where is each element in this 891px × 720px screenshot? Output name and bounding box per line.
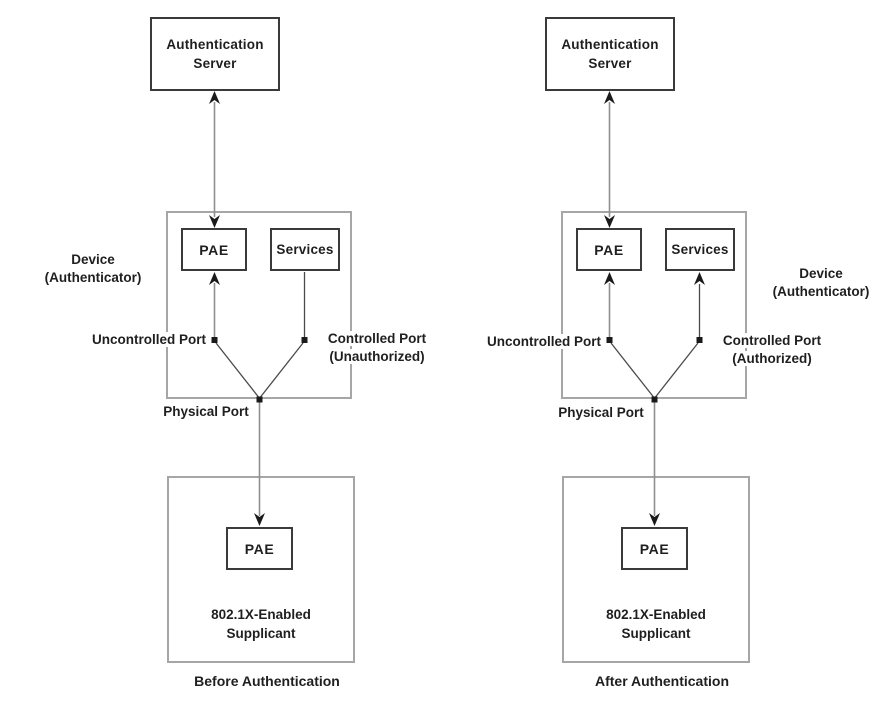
authentication-server-line1: Authentication [166,37,264,52]
physical-port-label: Physical Port [156,403,256,421]
controlled-port-line1: Controlled Port [720,333,824,348]
connector-layer [209,91,308,526]
services-label: Services [276,242,334,257]
panel-before-authentication: Authentication Server PAE Services PAE [13,17,438,689]
uncontrolled-port-marker-icon [606,337,613,343]
panel-caption: After Authentication [594,673,730,689]
authenticator-pae-box: PAE [576,228,642,271]
device-label-line2: (Authenticator) [772,284,870,299]
supplicant-label-line2: Supplicant [226,626,296,641]
authenticator-pae-label: PAE [594,241,624,258]
uncontrolled-port-text: Uncontrolled Port [90,332,208,347]
uncontrolled-port-label: Uncontrolled Port [40,331,208,349]
arrow-down-into-supplicant-pae-icon [254,513,265,526]
physical-port-marker-icon [256,396,263,403]
authenticator-pae-label: PAE [199,241,229,258]
connector-layer [604,91,705,526]
supplicant-label-line1: 802.1X-Enabled [211,607,311,622]
supplicant-pae-label: PAE [639,540,670,557]
supplicant-label-line1: 802.1X-Enabled [606,607,706,622]
arrow-down-into-pae-icon [209,215,220,228]
authentication-server-box: Authentication Server [545,17,675,91]
controlled-port-marker-icon [301,337,308,343]
device-authenticator-label: Device (Authenticator) [13,251,173,287]
arrow-up-into-services-icon [694,272,705,285]
authentication-server-line1: Authentication [561,37,659,52]
services-label: Services [671,242,729,257]
authentication-server-line2: Server [193,56,237,71]
supplicant-label: 802.1X-Enabled Supplicant [576,605,736,643]
panel-caption: Before Authentication [194,673,340,689]
uncontrolled-to-physical-diagonal [215,342,260,398]
device-label-line2: (Authenticator) [44,270,142,285]
arrow-down-into-pae-icon [604,215,615,228]
supplicant-label: 802.1X-Enabled Supplicant [181,605,341,643]
physical-port-text: Physical Port [161,404,251,419]
controlled-port-line1: Controlled Port [325,331,429,346]
services-box: Services [270,228,340,271]
device-label-line1: Device [799,266,843,281]
controlled-to-physical-diagonal [654,342,699,398]
uncontrolled-to-physical-diagonal [610,342,655,398]
authenticator-pae-box: PAE [181,228,247,271]
supplicant-pae-box: PAE [226,527,293,570]
uncontrolled-port-label: Uncontrolled Port [435,333,603,351]
arrow-up-into-server-icon [209,91,220,104]
controlled-port-label: Controlled Port (Unauthorized) [316,330,438,366]
supplicant-box [167,476,355,663]
authentication-server-label: Authentication Server [166,35,263,73]
controlled-port-line2: (Authorized) [730,351,814,366]
physical-port-text: Physical Port [556,405,646,420]
arrow-up-into-pae-icon [209,272,220,285]
controlled-port-marker-icon [696,337,703,343]
controlled-to-physical-diagonal [259,342,304,398]
arrow-down-into-supplicant-pae-icon [649,513,660,526]
physical-port-label: Physical Port [551,404,651,422]
supplicant-pae-box: PAE [621,527,688,570]
device-label-line1: Device [71,252,115,267]
arrow-up-into-pae-icon [604,272,615,285]
uncontrolled-port-marker-icon [211,337,218,343]
supplicant-pae-label: PAE [244,540,275,557]
panel-after-authentication: Authentication Server PAE Services PAE [395,0,869,720]
supplicant-box [562,476,750,663]
controlled-port-line2: (Unauthorized) [327,349,427,364]
supplicant-label-line2: Supplicant [621,626,691,641]
services-box: Services [665,228,735,271]
uncontrolled-port-text: Uncontrolled Port [485,334,603,349]
controlled-port-label: Controlled Port (Authorized) [711,332,833,368]
authentication-server-box: Authentication Server [150,17,280,91]
device-authenticator-label: Device (Authenticator) [756,265,886,301]
authentication-server-line2: Server [588,56,632,71]
authentication-server-label: Authentication Server [561,35,658,73]
arrow-up-into-server-icon [604,91,615,104]
physical-port-marker-icon [651,396,658,403]
